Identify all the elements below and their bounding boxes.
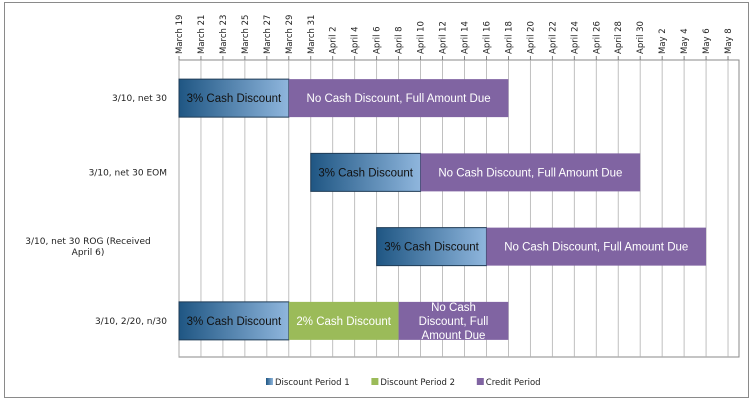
x-tick-label: April 22 (548, 21, 558, 54)
bar-segment (376, 227, 487, 267)
bar-label: 3% Cash Discount (187, 316, 282, 328)
x-tick-label: May 8 (724, 28, 734, 54)
x-tick-label: April 30 (636, 21, 646, 54)
bar-label: No Cash (431, 302, 476, 314)
x-tick-label: April 6 (373, 26, 383, 54)
legend-swatch (266, 378, 273, 385)
x-tick-label: March 19 (175, 15, 185, 54)
bars: 3% Cash Discount No Cash Discount, Full A… (178, 78, 707, 342)
bar-label: Amount Due (422, 330, 486, 342)
x-tick-label: March 25 (241, 15, 251, 54)
x-tick-label: April 2 (329, 26, 339, 54)
bar-segment (398, 301, 509, 340)
bar-label: No Cash Discount, Full Amount Due (307, 93, 491, 105)
bar-segment (288, 301, 399, 340)
x-tick-label: April 16 (482, 21, 492, 54)
legend-label: Credit Period (486, 378, 541, 388)
category-label: 3/10, net 30 (112, 94, 167, 104)
x-tick-label: May 4 (680, 28, 690, 54)
legend: Discount Period 1 Discount Period 2 Credit… (266, 378, 541, 388)
legend-swatch (371, 378, 379, 385)
bar-label: 3% Cash Discount (384, 242, 479, 254)
bar-label: 3% Cash Discount (187, 93, 282, 105)
category-label: 3/10, 2/20, n/30 (95, 317, 167, 327)
x-tick-label: April 10 (417, 21, 427, 54)
bar-segment (178, 301, 290, 341)
category-label: 3/10, net 30 ROG (Received (25, 237, 151, 247)
x-tick-label: March 29 (285, 15, 295, 54)
legend-swatch (476, 378, 484, 385)
bar-label: No Cash Discount, Full Amount Due (438, 167, 622, 179)
bar-segment (310, 152, 422, 192)
x-tick-label: April 14 (460, 21, 470, 54)
x-tick-label: May 6 (702, 28, 712, 54)
legend-label: Discount Period 1 (275, 378, 350, 388)
x-tick-label: March 23 (219, 15, 229, 54)
bar-segment (420, 153, 641, 192)
x-tick-label: April 28 (614, 21, 624, 54)
x-tick-label: April 8 (395, 26, 405, 54)
category-label: 3/10, net 30 EOM (89, 168, 167, 178)
bar-segment (288, 79, 509, 118)
bar-label: 2% Cash Discount (296, 316, 391, 328)
x-tick-label: April 26 (592, 21, 602, 54)
x-tick-label: April 24 (570, 21, 580, 54)
x-tick-label: April 12 (439, 21, 449, 54)
x-tick-label: April 18 (504, 21, 514, 54)
x-axis-ticks: March 19 March 21 March 23 March 25 March 27… (175, 15, 734, 54)
bar-label: Discount, Full (419, 316, 489, 328)
bar-segment (486, 227, 707, 266)
legend-label: Discount Period 2 (380, 378, 455, 388)
x-tick-label: April 20 (526, 21, 536, 54)
x-tick-label: March 27 (263, 15, 273, 54)
y-axis-categories: 3/10, net 30 3/10, net 30 EOM 3/10, net 30… (25, 94, 167, 327)
x-tick-label: March 31 (307, 15, 317, 54)
category-label: April 6) (72, 248, 105, 258)
bar-label: No Cash Discount, Full Amount Due (504, 242, 688, 254)
x-tick-label: May 2 (658, 28, 668, 54)
x-tick-label: March 21 (197, 15, 207, 54)
bar-label: 3% Cash Discount (318, 167, 413, 179)
x-tick-label: April 4 (351, 26, 361, 54)
